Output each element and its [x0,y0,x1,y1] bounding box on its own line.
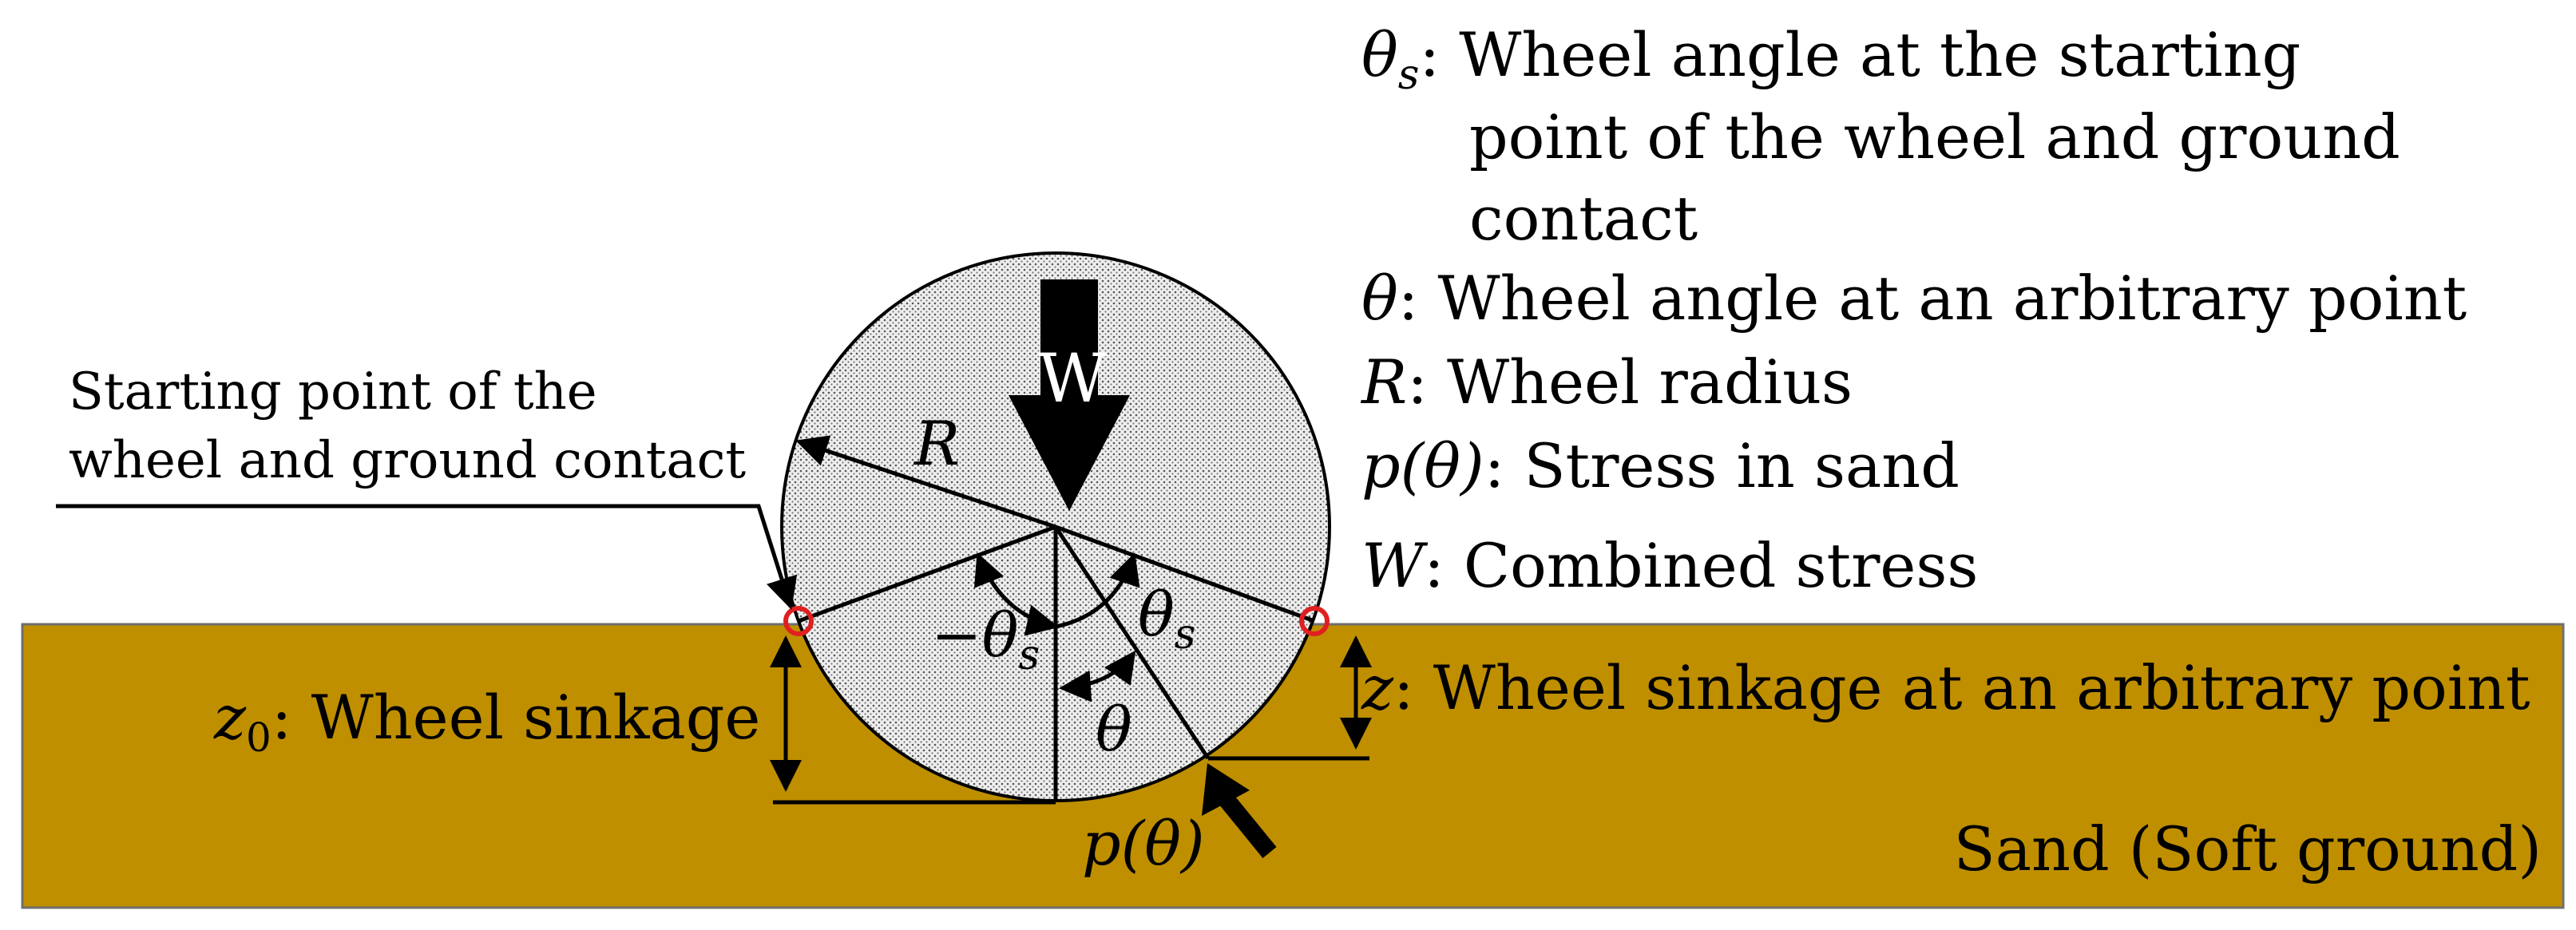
weight-arrow [1009,279,1130,511]
legend-theta-s-line3: contact [1469,183,1698,254]
legend-radius: R: Wheel radius [1360,346,1853,418]
arc-neg-theta-s [974,552,1059,636]
start-point-leader [56,504,798,610]
theta-label: θ [1096,694,1132,765]
legend-theta-s-line1: θs: Wheel angle at the starting [1361,19,2301,99]
legend-theta-s-line2: point of the wheel and ground [1469,101,2400,172]
radius-label: R [913,408,960,479]
line-to-right-contact [1055,524,1315,623]
start-point-label-line2: wheel and ground contact [69,431,746,490]
weight-label: W [1038,339,1108,418]
legend: θs: Wheel angle at the starting point of… [1360,19,2467,601]
line-to-left-contact [798,524,1056,623]
neg-theta-s-label: −θs [931,600,1040,679]
legend-stress: p(θ): Stress in sand [1361,430,1960,501]
start-point-label-line1: Starting point of the [69,362,597,421]
legend-theta: θ: Wheel angle at an arbitrary point [1361,263,2467,334]
theta-s-label: θs [1138,579,1195,659]
z0-label: z0: Wheel sinkage [213,682,760,761]
line-to-arbitrary-point [1053,525,1211,760]
sand-ground [21,623,2565,909]
right-contact-marker [1299,606,1330,636]
legend-combined-stress: W: Combined stress [1361,530,1978,601]
stress-arrow-head [1202,763,1250,816]
arc-theta [1059,650,1136,702]
left-contact-marker [783,606,814,636]
sand-label: Sand (Soft ground) [1954,813,2542,884]
stress-arrow-shaft [1213,786,1277,858]
arc-theta-s [1055,552,1140,629]
p-theta-label: p(θ) [1082,808,1205,879]
radius-line [795,435,1056,529]
z-label: z: Wheel sinkage at an arbitrary point [1361,652,2530,723]
